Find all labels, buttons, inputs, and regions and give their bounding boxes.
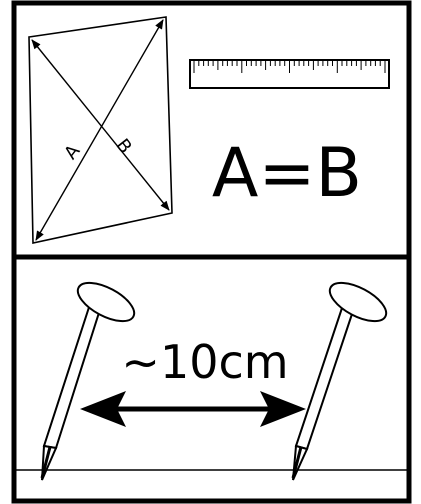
distance-arrow-right-head xyxy=(260,391,306,427)
top-panel-frame xyxy=(11,0,412,260)
distance-label: ~10cm xyxy=(121,335,288,389)
top-panel: A B A=B xyxy=(11,0,412,260)
bottom-panel: ~10cm xyxy=(11,254,412,504)
ruler-icon xyxy=(189,59,390,89)
right-nail-icon xyxy=(291,281,388,481)
right-nail-head xyxy=(328,281,388,323)
equation-text: A=B xyxy=(212,134,362,213)
diagonal-b xyxy=(35,19,164,241)
left-nail-tip-shade xyxy=(40,446,52,479)
right-nail-tip-shade xyxy=(291,446,303,479)
distance-arrow xyxy=(80,391,306,427)
left-nail-icon xyxy=(40,281,136,481)
distance-arrow-left-head xyxy=(80,391,126,427)
ruler-ticks xyxy=(193,60,386,73)
left-nail-head xyxy=(76,281,136,323)
